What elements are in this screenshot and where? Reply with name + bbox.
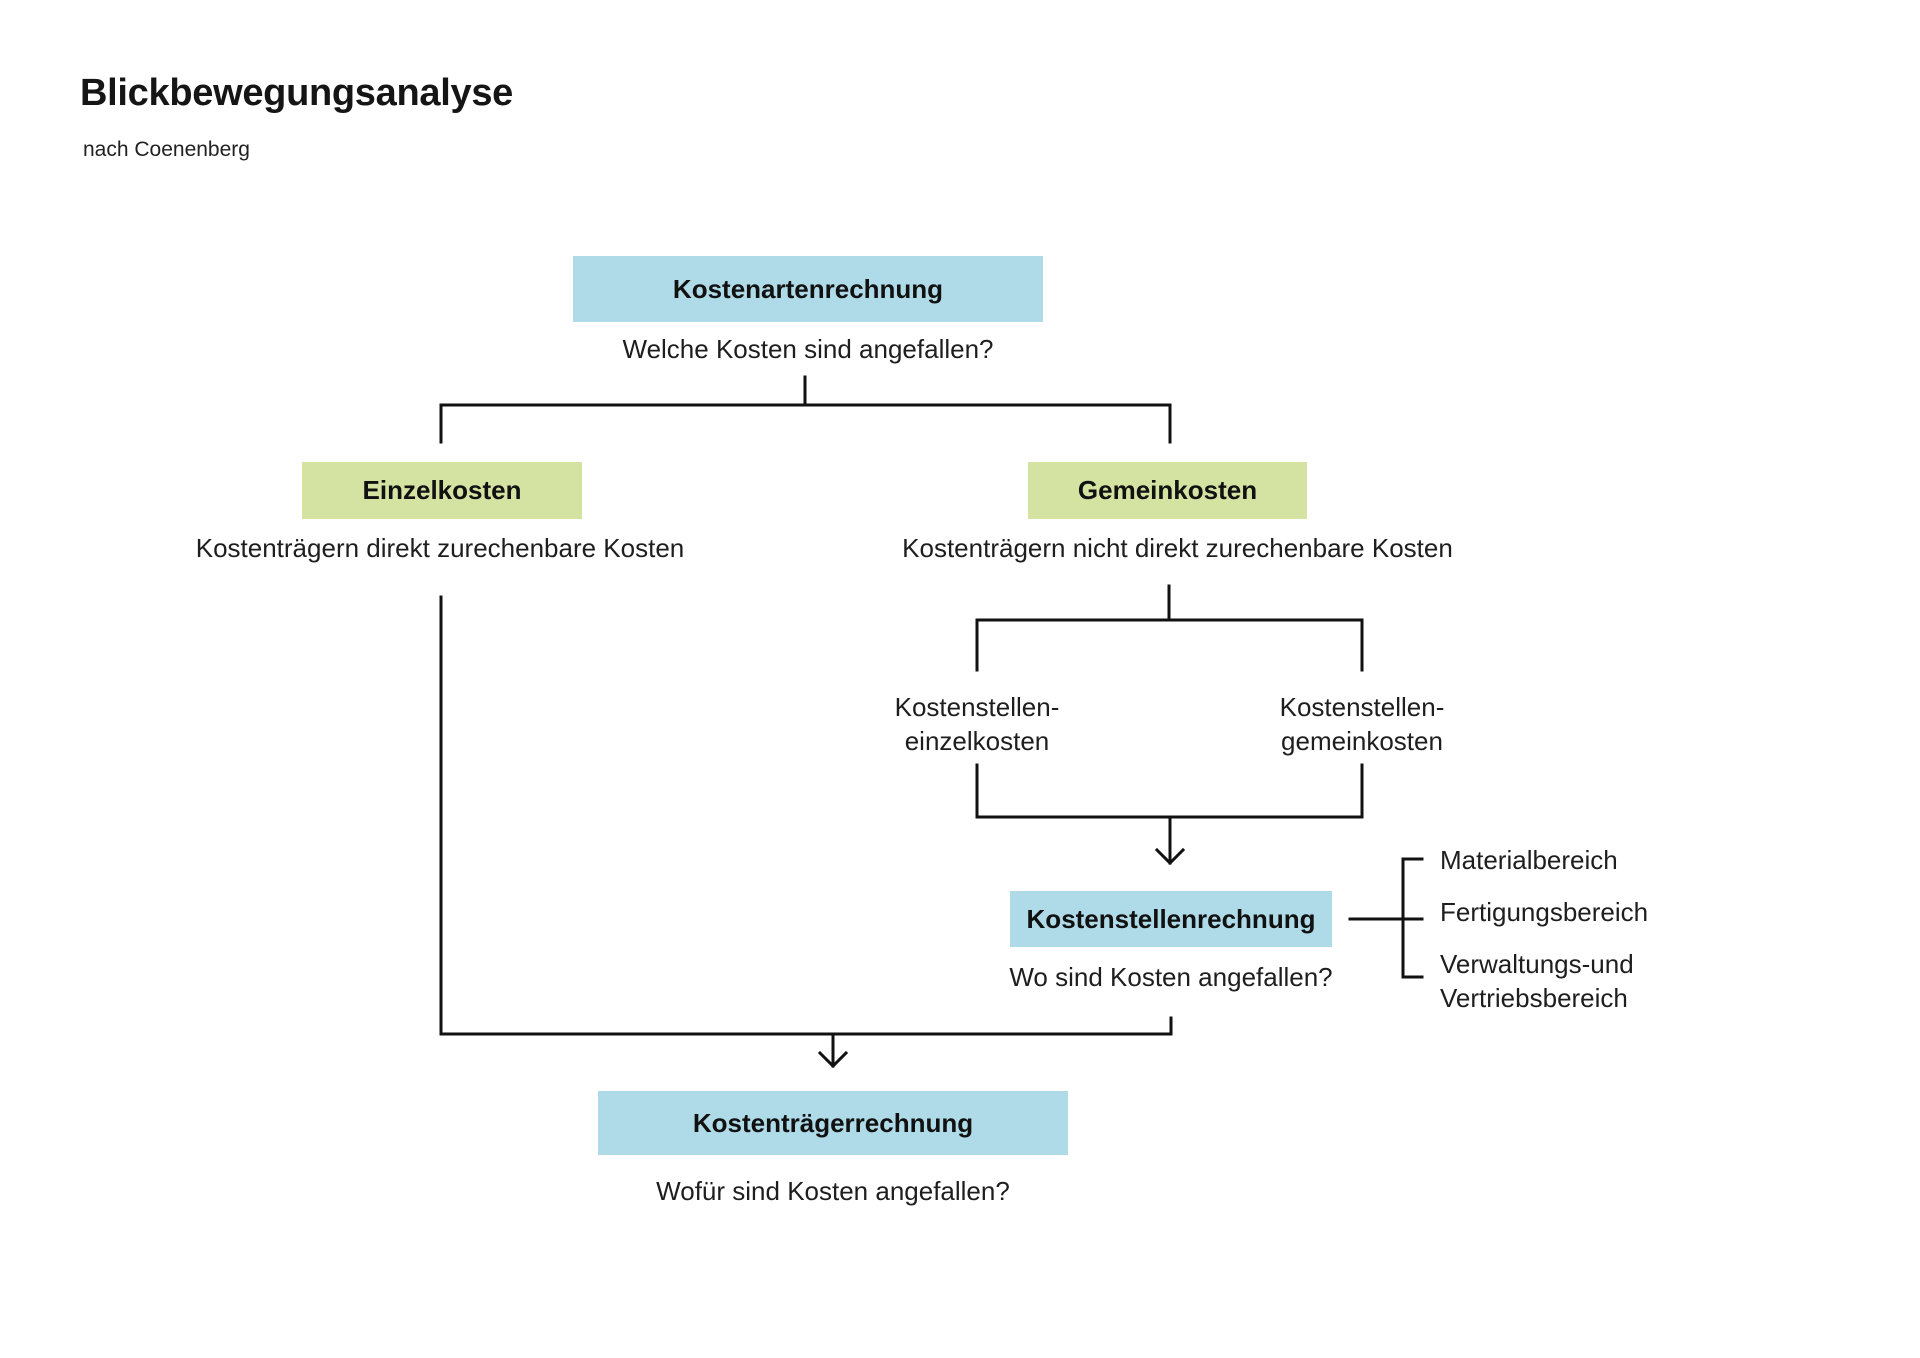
node-kostentraegerrechnung-label: Kostenträgerrechnung [692, 1107, 974, 1138]
node-gemeinkosten-description: Kostenträgern nicht direkt zurechenbare … [902, 533, 1453, 563]
arrow-down-icon [817, 1050, 849, 1069]
node-gemeinkosten: Gemeinkosten [1028, 462, 1307, 519]
node-kostenstellenrechnung: Kostenstellenrechnung [1010, 891, 1332, 947]
connector-gemein-merge [975, 763, 1364, 819]
node-einzelkosten-label: Einzelkosten [362, 475, 522, 505]
node-einzelkosten: Einzelkosten [302, 462, 582, 519]
node-kostentraegerrechnung: Kostenträgerrechnung [598, 1091, 1068, 1155]
node-kostenstellenrechnung-question: Wo sind Kosten angefallen? [1009, 962, 1333, 992]
node-kostenstellen-einzelkosten-line1: Kostenstellen- [894, 692, 1060, 722]
area-item: Vertriebsbereich [1440, 983, 1628, 1013]
connector-bracket [1401, 857, 1424, 979]
arrow-down-icon [1154, 847, 1186, 866]
page-subtitle: nach Coenenberg [83, 138, 250, 161]
area-item: Fertigungsbereich [1440, 897, 1649, 927]
area-item: Materialbereich [1440, 845, 1618, 875]
page-title: Blickbewegungsanalyse [80, 72, 513, 114]
connector-top-split [439, 403, 1172, 444]
node-kostentraegerrechnung-question: Wofür sind Kosten angefallen? [656, 1176, 1010, 1206]
connector-gemein-split [975, 618, 1364, 672]
node-kostenartenrechnung-label: Kostenartenrechnung [672, 273, 944, 304]
connector-einzelkosten-path [439, 595, 1173, 1036]
node-kostenstellen-einzelkosten: Kostenstellen- einzelkosten [887, 690, 1067, 758]
node-kostenstellen-gemeinkosten: Kostenstellen- gemeinkosten [1272, 690, 1452, 758]
node-einzelkosten-description: Kostenträgern direkt zurechenbare Kosten [195, 533, 685, 563]
node-kostenstellen-einzelkosten-line2: einzelkosten [904, 726, 1050, 756]
node-kostenstellenrechnung-label: Kostenstellenrechnung [1026, 903, 1316, 934]
area-item: Verwaltungs-und [1440, 949, 1634, 979]
node-kostenartenrechnung-question: Welche Kosten sind angefallen? [622, 334, 994, 364]
node-kostenartenrechnung: Kostenartenrechnung [573, 256, 1043, 322]
node-kostenstellen-gemeinkosten-line1: Kostenstellen- [1279, 692, 1445, 722]
node-kostenstellen-gemeinkosten-line2: gemeinkosten [1281, 726, 1443, 756]
node-gemeinkosten-label: Gemeinkosten [1077, 475, 1258, 505]
